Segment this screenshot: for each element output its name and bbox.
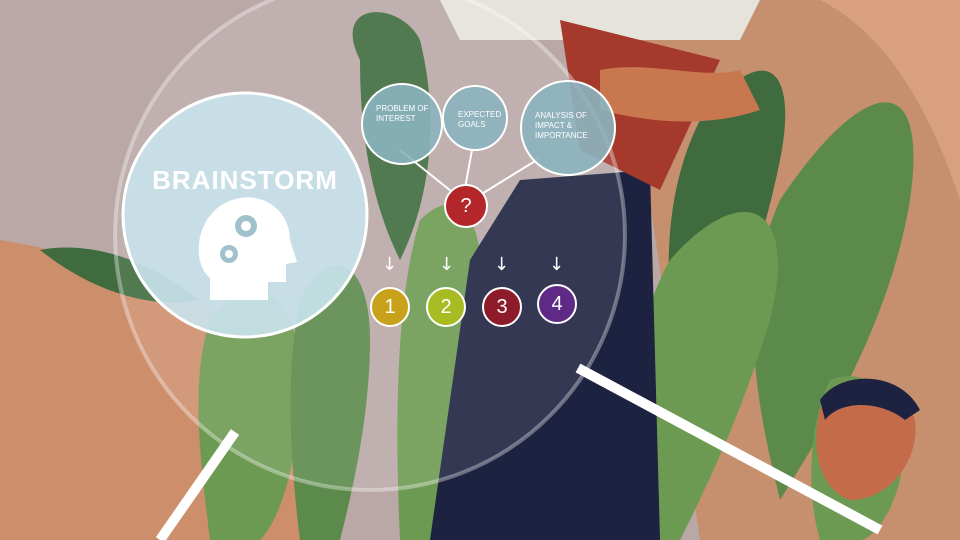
step-1: 1 [370,287,410,327]
bubble-analysis [521,81,615,175]
slide-title: BRAINSTORM [152,165,338,195]
head-gears-icon [198,197,297,300]
bubble-goals-label: EXPECTED GOALS [458,110,502,129]
bubble-problem-label: PROBLEM OF INTEREST [376,104,429,123]
arrow-down-icon: ↓ [382,254,398,275]
bubble-goals [443,86,507,150]
question-mark: ? [460,195,472,217]
step-3: 3 [482,287,522,327]
step-2: 2 [426,287,466,327]
arrow-down-icon: ↓ [494,254,510,275]
bubble-analysis-label: ANALYSIS OF IMPACT & IMPORTANCE [535,111,588,140]
arrow-down-icon: ↓ [549,254,565,275]
bubble-problem [362,84,442,164]
step-4: 4 [537,284,577,324]
arrow-down-icon: ↓ [439,254,455,275]
